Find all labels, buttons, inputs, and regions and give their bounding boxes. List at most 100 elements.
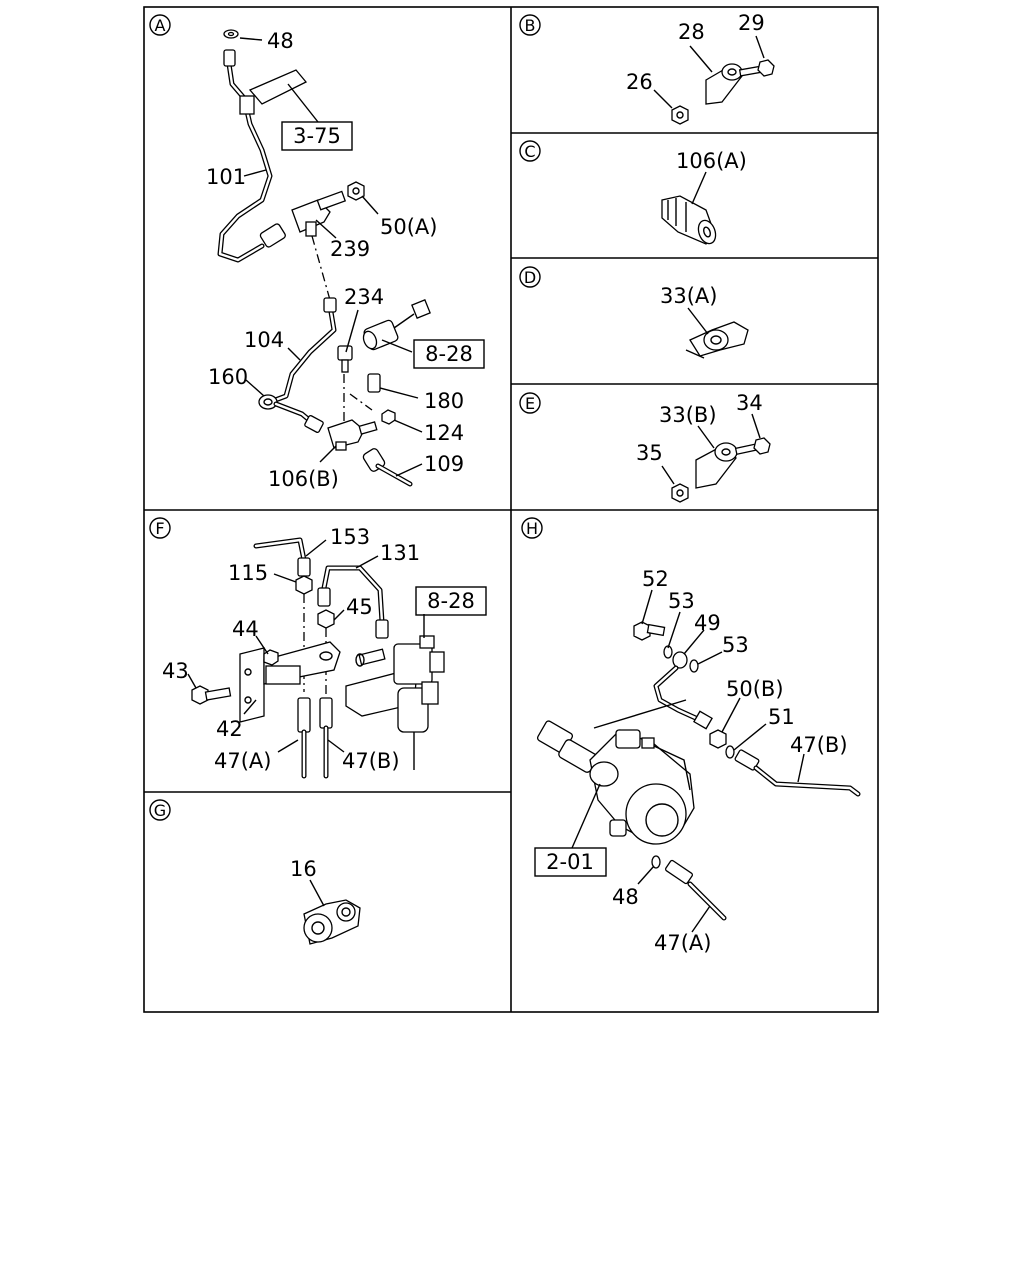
label-33b: 33(B)	[659, 403, 717, 427]
section-h-marker: H	[521, 517, 543, 539]
label-48: 48	[267, 29, 294, 53]
label-50b: 50(B)	[726, 677, 784, 701]
part-49-fitting	[672, 651, 688, 669]
label-49: 49	[694, 611, 721, 635]
section-g: G 16	[149, 799, 361, 945]
part-131-tube	[317, 565, 389, 639]
label-234: 234	[344, 285, 384, 309]
section-f: F	[149, 517, 487, 779]
part-valve-8-28	[345, 635, 445, 770]
part-47a-tube-h	[664, 859, 727, 921]
label-16: 16	[290, 857, 317, 881]
part-106b-tee	[327, 419, 378, 451]
part-47a-tube	[297, 697, 311, 779]
svg-text:E: E	[525, 394, 535, 413]
svg-text:D: D	[524, 268, 536, 287]
part-160-clip	[258, 394, 278, 410]
part-234-fitting	[337, 345, 353, 373]
label-109: 109	[424, 452, 464, 476]
label-2-01: 2-01	[546, 850, 594, 874]
part-33b-clamp	[695, 442, 738, 489]
part-239-fitting	[291, 190, 347, 237]
part-153-tube	[253, 537, 311, 577]
section-a: A	[149, 14, 485, 491]
part-50b-nut	[709, 729, 727, 749]
section-f-marker: F	[149, 517, 171, 539]
part-47b-tube-h	[734, 749, 861, 797]
section-a-marker: A	[149, 14, 171, 36]
part-35-nut	[671, 483, 689, 503]
part-48-washer	[223, 29, 239, 39]
part-48-washer-h	[651, 855, 661, 869]
ref-box-3-75	[281, 121, 353, 151]
label-47b-h: 47(B)	[790, 733, 848, 757]
svg-text:G: G	[154, 801, 166, 820]
section-b-marker: B	[519, 14, 541, 36]
section-c: C 106(A)	[519, 140, 747, 245]
label-106a: 106(A)	[676, 149, 747, 173]
section-b: B 28 29 26	[519, 11, 775, 125]
part-tube-to-tee	[273, 401, 324, 433]
label-26: 26	[626, 70, 653, 94]
label-52: 52	[642, 567, 669, 591]
part-115-nut	[295, 575, 313, 595]
part-bracket-3-75	[239, 69, 308, 115]
label-29: 29	[738, 11, 765, 35]
ref-box-8-28-f	[415, 586, 487, 616]
part-109-tube	[362, 448, 413, 487]
label-124: 124	[424, 421, 464, 445]
label-53-b: 53	[722, 633, 749, 657]
ref-box-8-28	[413, 339, 485, 369]
part-104-tube	[267, 297, 337, 405]
label-51: 51	[768, 705, 795, 729]
svg-text:F: F	[155, 519, 164, 538]
label-47a-f: 47(A)	[214, 749, 271, 773]
label-47a-h: 47(A)	[654, 931, 711, 955]
label-8-28: 8-28	[425, 342, 473, 366]
section-e: E 33(B) 34 35	[519, 391, 771, 503]
label-153: 153	[330, 525, 370, 549]
label-131: 131	[380, 541, 420, 565]
label-50a: 50(A)	[380, 215, 437, 239]
label-43: 43	[162, 659, 189, 683]
label-3-75: 3-75	[293, 124, 341, 148]
part-16-clip	[303, 899, 361, 945]
label-106b: 106(B)	[268, 467, 339, 491]
label-45: 45	[346, 595, 373, 619]
section-h: H	[521, 517, 861, 955]
svg-text:H: H	[526, 519, 538, 538]
label-35: 35	[636, 441, 663, 465]
part-47b-tube	[319, 697, 333, 779]
part-34-bolt	[734, 437, 771, 455]
part-106a-connector	[661, 195, 717, 245]
part-52-bolt	[633, 621, 666, 641]
label-239: 239	[330, 237, 370, 261]
label-34: 34	[736, 391, 763, 415]
label-160: 160	[208, 365, 248, 389]
ref-box-2-01	[534, 847, 607, 877]
svg-text:B: B	[525, 16, 536, 35]
label-115: 115	[228, 561, 268, 585]
label-42: 42	[216, 717, 243, 741]
section-d-marker: D	[519, 266, 541, 288]
part-26-nut	[671, 105, 689, 125]
section-d: D 33(A)	[519, 266, 749, 359]
section-e-marker: E	[519, 392, 541, 414]
label-101: 101	[206, 165, 246, 189]
part-pipe-h	[653, 665, 713, 730]
label-180: 180	[424, 389, 464, 413]
label-48-h: 48	[612, 885, 639, 909]
part-pump-2-01	[536, 720, 695, 845]
part-42-bracket	[239, 641, 341, 723]
label-104: 104	[244, 328, 284, 352]
part-53-washer-b	[689, 659, 699, 673]
part-29-bolt	[738, 59, 775, 77]
part-33a-clip	[685, 321, 749, 359]
part-51-washer	[725, 745, 735, 759]
svg-text:A: A	[155, 16, 166, 35]
part-50a-nut	[347, 181, 365, 201]
svg-text:C: C	[524, 142, 535, 161]
part-124-washer	[381, 409, 396, 425]
label-47b-f: 47(B)	[342, 749, 400, 773]
